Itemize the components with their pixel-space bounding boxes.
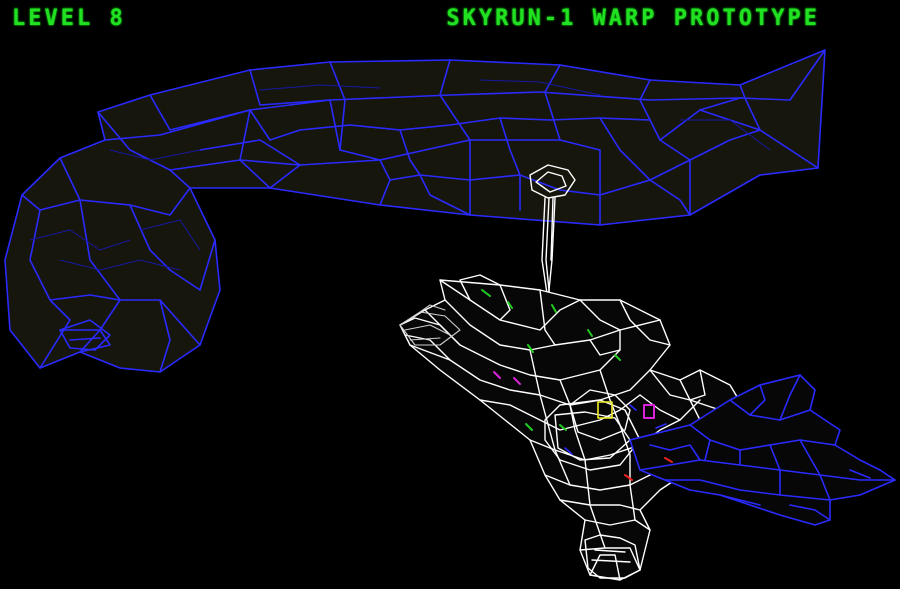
lower-complex-wireframe	[399, 274, 746, 581]
magenta-door-markers	[493, 371, 655, 419]
map-title: SKYRUN-1 WARP PROTOTYPE	[446, 6, 820, 31]
level-label: LEVEL 8	[12, 6, 126, 31]
upper-hull-wireframe	[4, 49, 826, 373]
upper-hull-detail	[59, 319, 111, 351]
lower-stalk	[584, 534, 641, 579]
lower-right-wing-edges	[629, 374, 896, 526]
upper-hull-edges	[4, 49, 826, 373]
red-door-markers	[624, 457, 673, 481]
lower-left-wing	[399, 304, 461, 346]
lower-right-blue-wing	[629, 374, 896, 526]
lower-complex-edges	[399, 274, 746, 581]
upper-hull-inner-edges	[29, 79, 771, 271]
door-markers	[481, 289, 673, 481]
yellow-door-marker	[597, 401, 613, 419]
green-door-markers	[481, 289, 621, 431]
upper-hull-fill	[5, 50, 825, 372]
blue-door-markers	[564, 404, 667, 455]
